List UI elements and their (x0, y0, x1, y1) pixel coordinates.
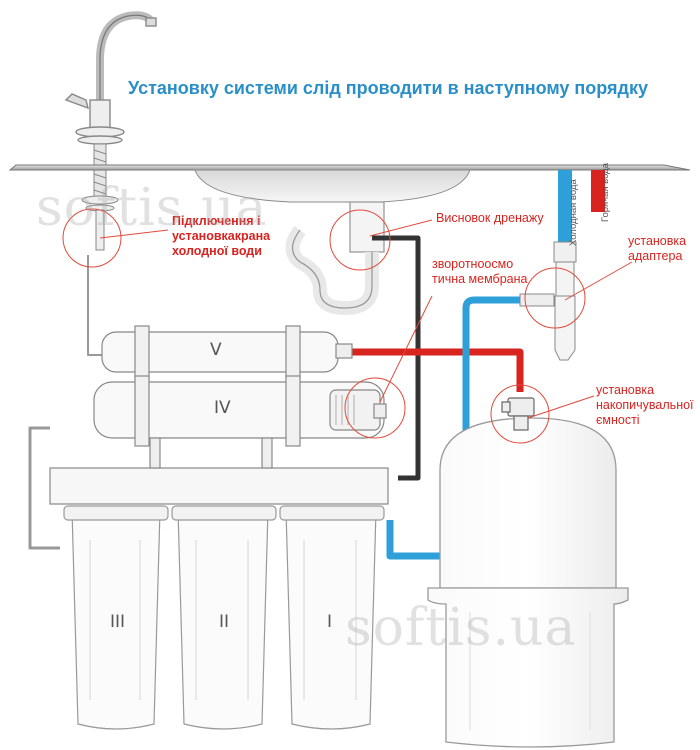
stage-iv-label: IV (214, 398, 231, 418)
stage-i-label: I (327, 612, 333, 632)
label-cold-water: Підключення і установкакрана холодної во… (172, 214, 270, 259)
pipe-label-cold: Холодная вода (568, 179, 579, 246)
circle-adapter (524, 267, 586, 329)
watermark-top: softis.ua (36, 178, 268, 238)
sink (8, 164, 691, 203)
siphon (285, 201, 385, 316)
stage-v-label: V (210, 340, 222, 360)
label-cold-water-text: Підключення і установкакрана холодної во… (172, 214, 271, 258)
circle-tank (490, 384, 550, 444)
cold-feed-line (87, 255, 102, 356)
circle-cold-water (62, 208, 122, 268)
return-line (28, 426, 60, 550)
bracket (49, 437, 389, 505)
circle-membrane (344, 377, 406, 439)
storage-tank (427, 417, 629, 748)
filter-housings (63, 505, 385, 730)
label-membrane: зворотноосмо тична мембрана (432, 257, 528, 286)
tank-tube (348, 348, 524, 392)
label-drain: Висновок дренажу (436, 211, 544, 225)
diagram-title: Установку системи слід проводити в насту… (128, 78, 649, 98)
module-iv (93, 375, 387, 447)
circle-drain (329, 209, 391, 271)
stage-ii-label: II (219, 612, 230, 632)
pipe-label-hot: Горячая вода (600, 163, 611, 222)
watermark-bottom: softis.ua (345, 598, 577, 658)
tank-valve (501, 397, 535, 431)
highlight-circles (62, 208, 586, 444)
label-adapter: установка адаптера (628, 234, 687, 263)
callout-lines (99, 219, 633, 419)
module-v (101, 325, 353, 381)
drain-tube (372, 235, 421, 481)
stage-iii-label: III (110, 612, 126, 632)
supply-pipes (519, 170, 605, 361)
faucet (64, 11, 157, 145)
label-tank: установка накопичувальної ємності (596, 383, 694, 427)
faucet-rod (81, 143, 119, 251)
